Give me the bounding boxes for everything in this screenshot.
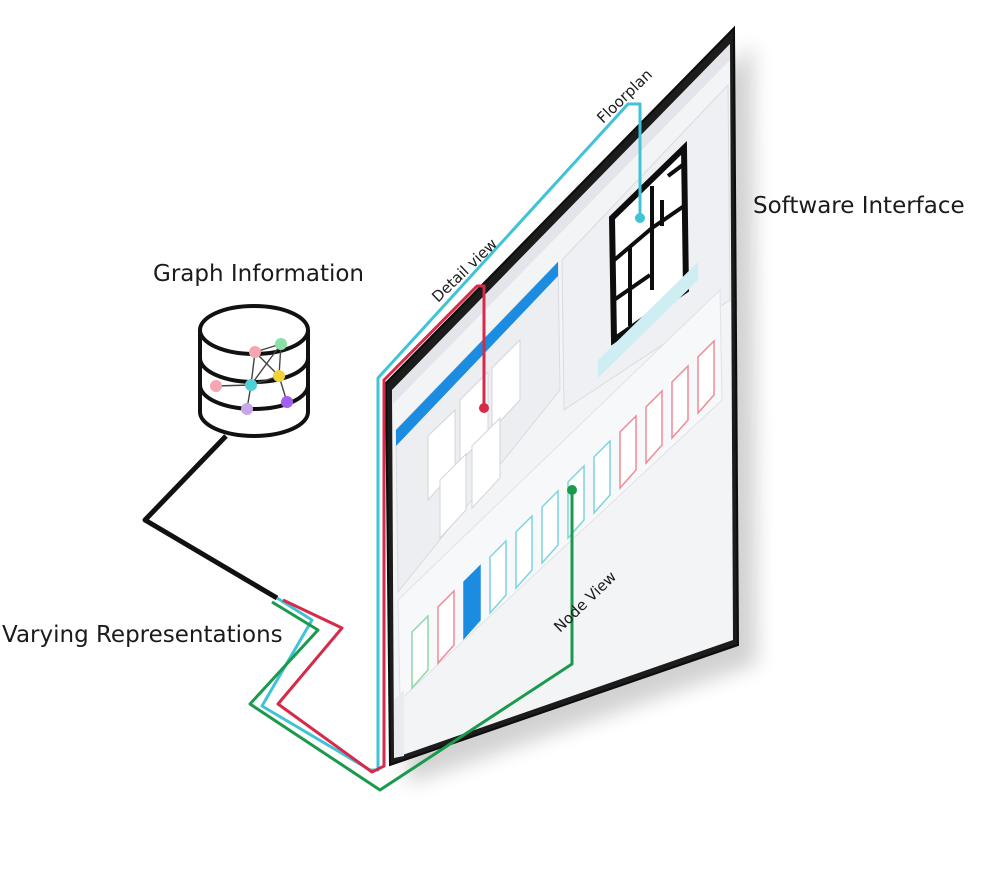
green-node-line [248, 490, 574, 792]
node-card[interactable] [593, 439, 611, 515]
graph-edge [250, 343, 282, 386]
node-card[interactable] [697, 339, 715, 415]
red-detail-line [276, 284, 486, 774]
graph-node [241, 403, 253, 415]
detail-view-panel [395, 260, 561, 594]
node-card[interactable] [671, 364, 689, 440]
node-card[interactable] [411, 614, 429, 690]
node-card[interactable] [515, 514, 533, 590]
node-view-cards [411, 339, 715, 690]
floorplan-marker [635, 213, 645, 223]
software-interface-monitor [384, 25, 740, 767]
varying-representations-label: Varying Representations [2, 622, 283, 648]
graph-node [281, 396, 293, 408]
node-card[interactable] [437, 589, 455, 665]
node-card[interactable] [541, 489, 559, 565]
node-card[interactable] [463, 564, 481, 640]
graph-node [245, 379, 257, 391]
window-titlebar [392, 44, 730, 405]
software-interface-label: Software Interface [753, 193, 965, 219]
detail-view-header [396, 262, 558, 446]
floorplan-panel [561, 83, 731, 411]
graph-node [275, 338, 287, 350]
graph-network [210, 338, 293, 415]
left-toolbar [394, 690, 404, 758]
connector-lines [142, 102, 645, 792]
node-card[interactable] [489, 539, 507, 615]
graph-to-ui-cable [142, 434, 279, 601]
graph-database-icon [198, 304, 310, 438]
graph-information-label: Graph Information [153, 261, 364, 287]
node-card[interactable] [619, 414, 637, 490]
node-view-marker [567, 485, 577, 495]
graph-node [210, 380, 222, 392]
node-card[interactable] [645, 389, 663, 465]
graph-node [249, 346, 261, 358]
graph-node [273, 370, 285, 382]
detail-view-marker [479, 403, 489, 413]
